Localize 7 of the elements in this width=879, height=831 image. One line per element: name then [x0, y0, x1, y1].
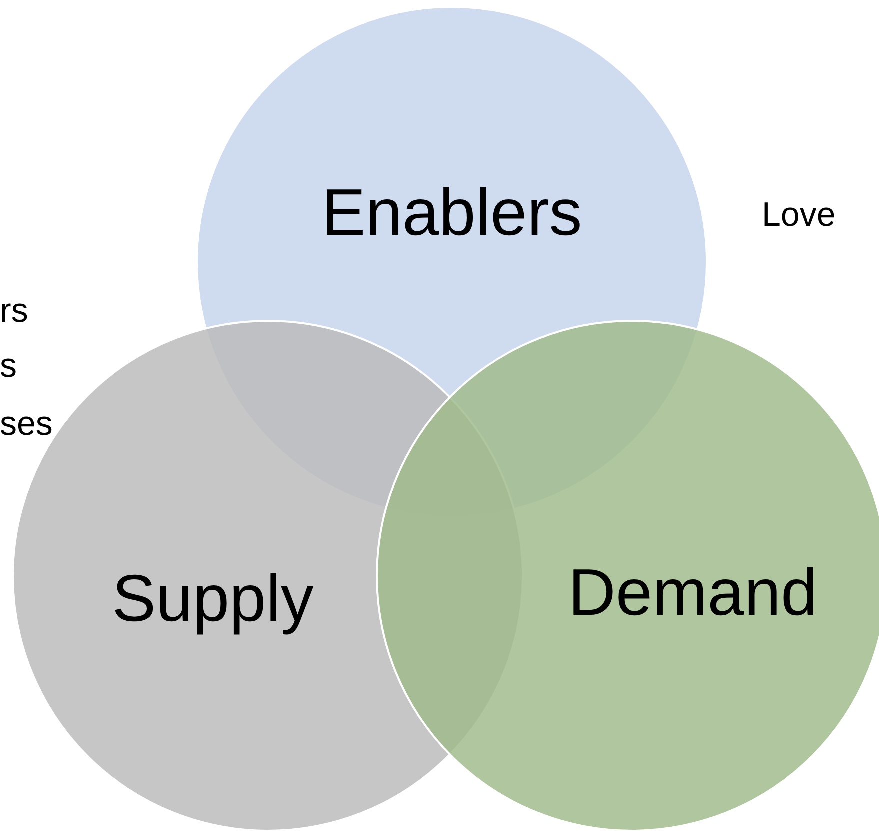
circle-label: Demand [568, 554, 818, 630]
side-text: rs [0, 292, 28, 331]
side-text: s [0, 347, 17, 386]
circle-label: Supply [112, 560, 314, 636]
side-text: ses [0, 405, 53, 444]
circle-label: Enablers [322, 174, 582, 250]
side-text: Love [762, 196, 836, 235]
